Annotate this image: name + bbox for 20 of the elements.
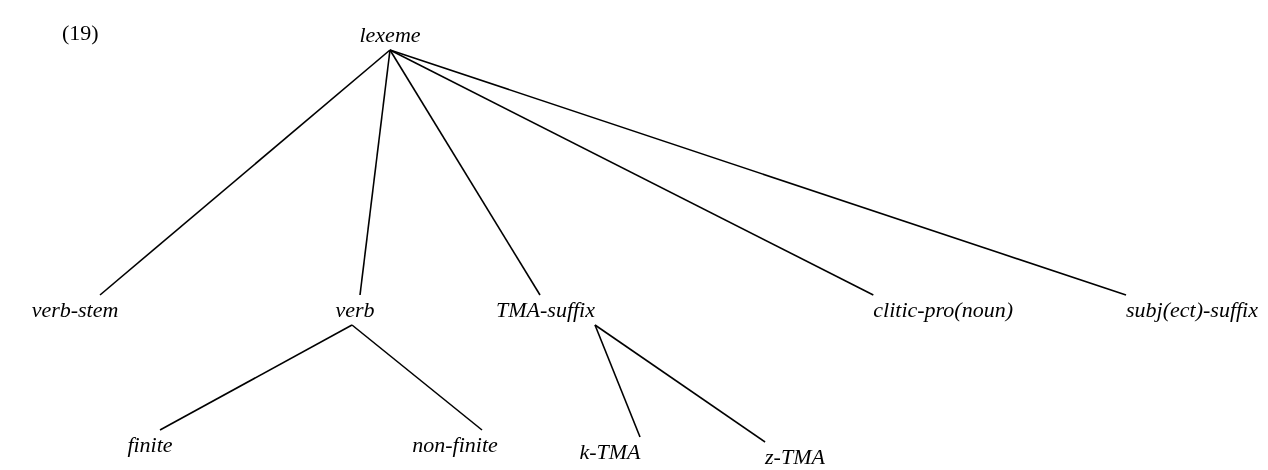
category-label: z-TMA [765, 444, 825, 469]
tree-branch-line [389, 49, 875, 296]
category-label: verb [335, 297, 375, 322]
category-label: k-TMA [579, 439, 641, 464]
category-label: TMA-suffix [496, 297, 595, 322]
tree-branch-line [594, 324, 766, 443]
category-label: finite [127, 432, 173, 457]
tree-branch-line [99, 49, 391, 296]
tree-branch-line [389, 49, 1127, 296]
tree-branch-line [594, 324, 641, 438]
tree-branch-line [389, 49, 541, 296]
tree-branch-line [159, 324, 353, 431]
category-label: non-finite [412, 432, 498, 457]
category-label: subj(ect)-suffix [1126, 297, 1258, 322]
example-number: (19) [62, 20, 99, 46]
tree-branch-line [351, 324, 483, 431]
category-label: lexeme [359, 22, 421, 47]
category-label: clitic-pro(noun) [873, 297, 1013, 322]
tree-branch-line [359, 49, 391, 296]
category-label: verb-stem [31, 297, 119, 322]
